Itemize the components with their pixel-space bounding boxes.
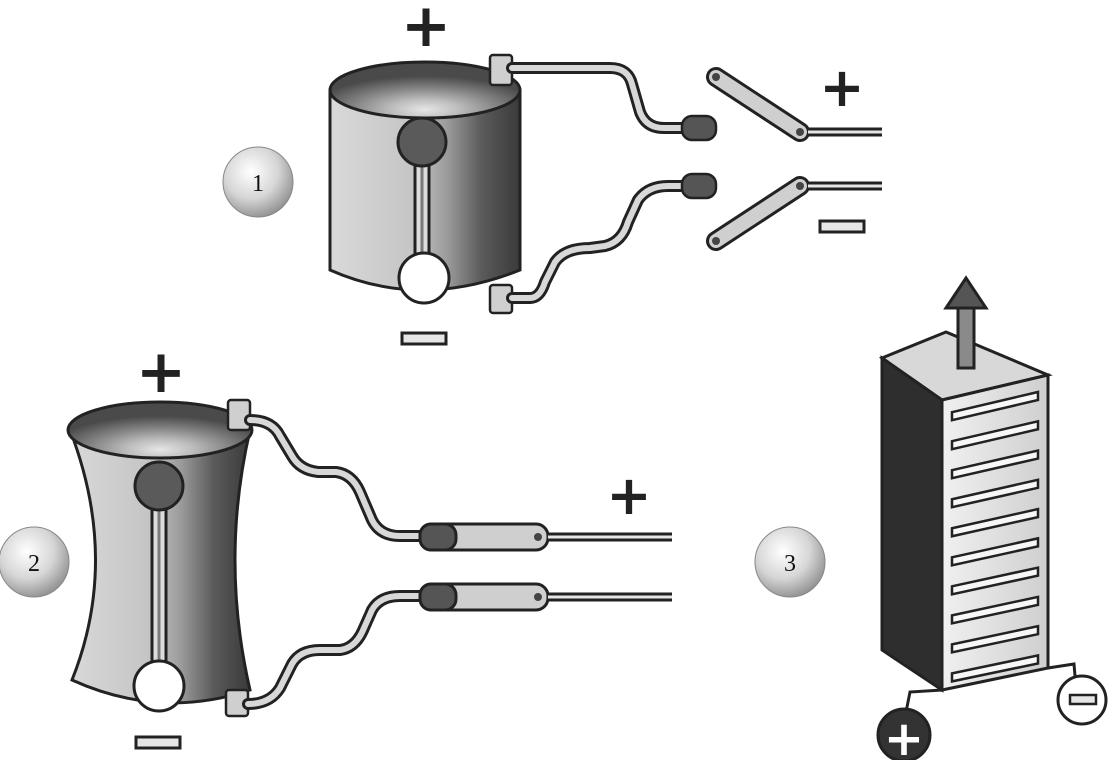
output-plus-1: + (819, 56, 864, 119)
output-minus-1 (818, 219, 866, 234)
stack-plate-slot (950, 595, 1040, 625)
stack-plate-slot (950, 419, 1040, 451)
capacitor-can-1 (328, 60, 522, 305)
number-label-1: 1 (252, 171, 264, 197)
plus-terminal-3: + (876, 707, 932, 760)
stack-plate-slot (950, 653, 1040, 683)
stack-slots (950, 390, 1040, 683)
number-badge-2: 2 (0, 526, 70, 598)
number-label-3: 3 (784, 551, 796, 577)
lead-wires-2 (242, 414, 434, 710)
lead-wires-1 (506, 62, 696, 304)
stack-plate-slot (950, 478, 1040, 509)
number-badge-1: 1 (222, 146, 294, 218)
stack-plate-slot (950, 390, 1040, 422)
panel-3: 3 + (754, 275, 1108, 760)
minus-sign-2 (134, 735, 182, 750)
number-label-2: 2 (28, 551, 40, 577)
up-arrow-icon (943, 275, 989, 370)
lead-cap-top-1 (680, 114, 718, 142)
minus-terminal-3 (1056, 674, 1108, 726)
stack-plate-slot (950, 448, 1040, 480)
panel-1: 1 + (222, 0, 882, 346)
switch-open-1 (706, 67, 810, 251)
lead-cap-bottom-1 (680, 172, 718, 200)
output-wires-1 (808, 127, 882, 191)
switch-closed-2 (418, 522, 550, 612)
stack-plate-slot (950, 566, 1040, 596)
plus-sign-2: + (136, 337, 186, 407)
plus-sign-1: + (401, 0, 451, 61)
output-wires-2 (548, 532, 672, 602)
minus-sign-1 (400, 331, 448, 346)
output-plus-2: + (606, 464, 651, 527)
plus-terminal-label-3: + (884, 711, 924, 760)
capacitor-stack-3 (878, 330, 1053, 693)
stack-plate-slot (950, 507, 1040, 538)
panel-2: 2 + (0, 337, 672, 750)
stack-plate-slot (950, 624, 1040, 654)
number-badge-3: 3 (754, 526, 826, 598)
stack-plate-slot (950, 536, 1040, 567)
capacitor-can-2 (66, 400, 254, 713)
